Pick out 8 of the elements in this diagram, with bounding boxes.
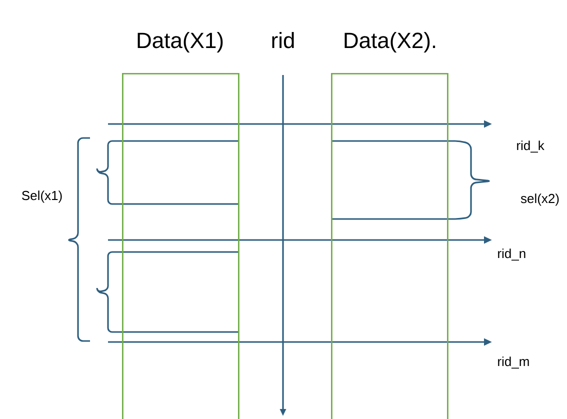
axis-label: rid_m (498, 356, 529, 369)
axis-label: rid_n (498, 248, 526, 261)
axis-label: rid (272, 32, 294, 48)
axis-label: Sel(x1) (22, 190, 62, 203)
axis-label: rid_k (517, 140, 544, 153)
column-heading: Data(X2). (344, 32, 436, 53)
axis-label: sel(x2) (520, 194, 559, 206)
column-heading: Data(X1) (138, 32, 223, 53)
